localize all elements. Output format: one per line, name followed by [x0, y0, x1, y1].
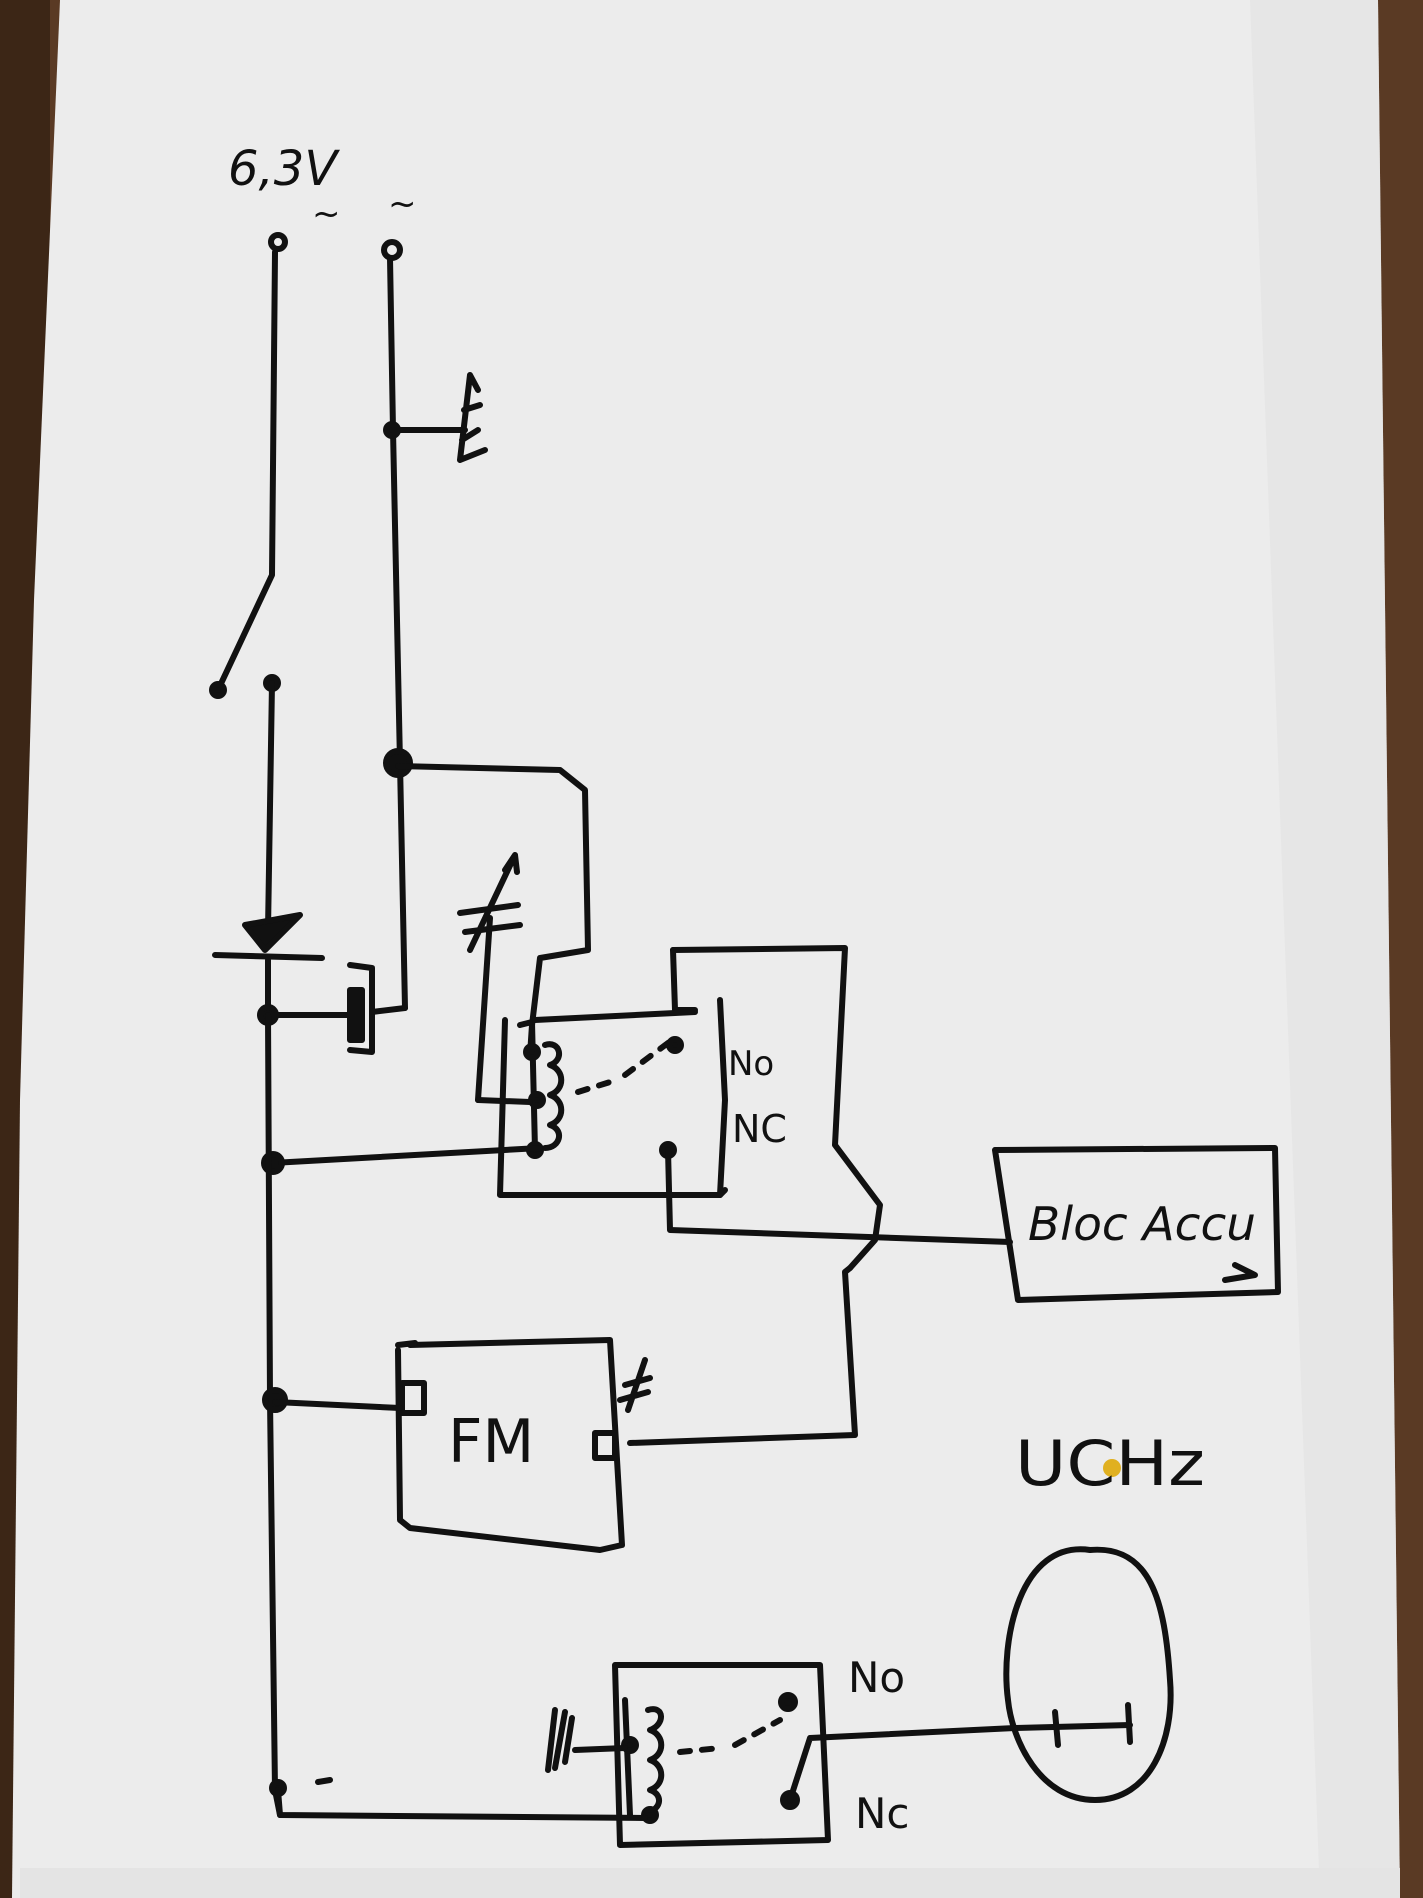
- terminal-left-symbol: ~: [312, 194, 341, 234]
- relay-armature: [575, 1037, 675, 1095]
- fm-module-box: [395, 1337, 625, 1553]
- relay-top-nc-label: NC: [732, 1107, 787, 1151]
- battery-block-box: [992, 1145, 1281, 1303]
- relay-contact-no: [666, 1036, 684, 1054]
- uchz-oval: [1003, 1546, 1174, 1803]
- paper-sheet-shade: [1250, 0, 1400, 1898]
- lamp-icon: [389, 372, 488, 463]
- relay-top-no-label: No: [728, 1044, 774, 1084]
- diode-icon: [212, 912, 325, 961]
- wire-coil-left: [475, 1097, 533, 1105]
- terminal-right-symbol: ~: [388, 184, 417, 224]
- wire-rail-to-fm: [272, 1399, 403, 1411]
- relay-bottom-contact-no: [778, 1692, 798, 1712]
- supply-terminal-left: [268, 232, 288, 252]
- relay-bottom-edge: [502, 997, 728, 1198]
- wire-bottom-return: [275, 1787, 648, 1821]
- relay-bottom-armature: [677, 1717, 783, 1755]
- second-sheet-edge: [20, 1868, 1400, 1898]
- junction-dot-big: [383, 748, 413, 778]
- antenna-icon: [617, 1357, 653, 1413]
- left-rail-top: [215, 249, 278, 693]
- left-rail-mid: [265, 680, 275, 933]
- relay-bottom-nc-label: Nc: [855, 1789, 910, 1838]
- wire-rail-to-coil: [269, 1145, 543, 1166]
- relay-bottom-box: [612, 1662, 831, 1848]
- switch-icon: [209, 674, 281, 699]
- wire-relay-common: [532, 1009, 698, 1023]
- wire-nc-to-bloc: [665, 1147, 1013, 1245]
- light-sensor-icon: [545, 1707, 628, 1773]
- wire-relay-bottom-nc: [787, 1725, 1018, 1803]
- wire-relay-to-fm: [627, 1265, 858, 1446]
- battery-block-label: Bloc Accu: [1028, 1197, 1256, 1251]
- uchz-label: UCHz: [1015, 1427, 1205, 1500]
- small-mark: [315, 1777, 333, 1785]
- relay-bottom-no-label: No: [848, 1653, 905, 1702]
- variable-capacitor-icon: [457, 852, 523, 1103]
- fm-module-label: FM: [448, 1407, 534, 1477]
- voltage-label: 6,3V: [228, 141, 340, 197]
- capacitor-icon: [265, 962, 408, 1055]
- right-rail: [387, 255, 408, 1011]
- yellow-pin-dot: [1103, 1459, 1121, 1477]
